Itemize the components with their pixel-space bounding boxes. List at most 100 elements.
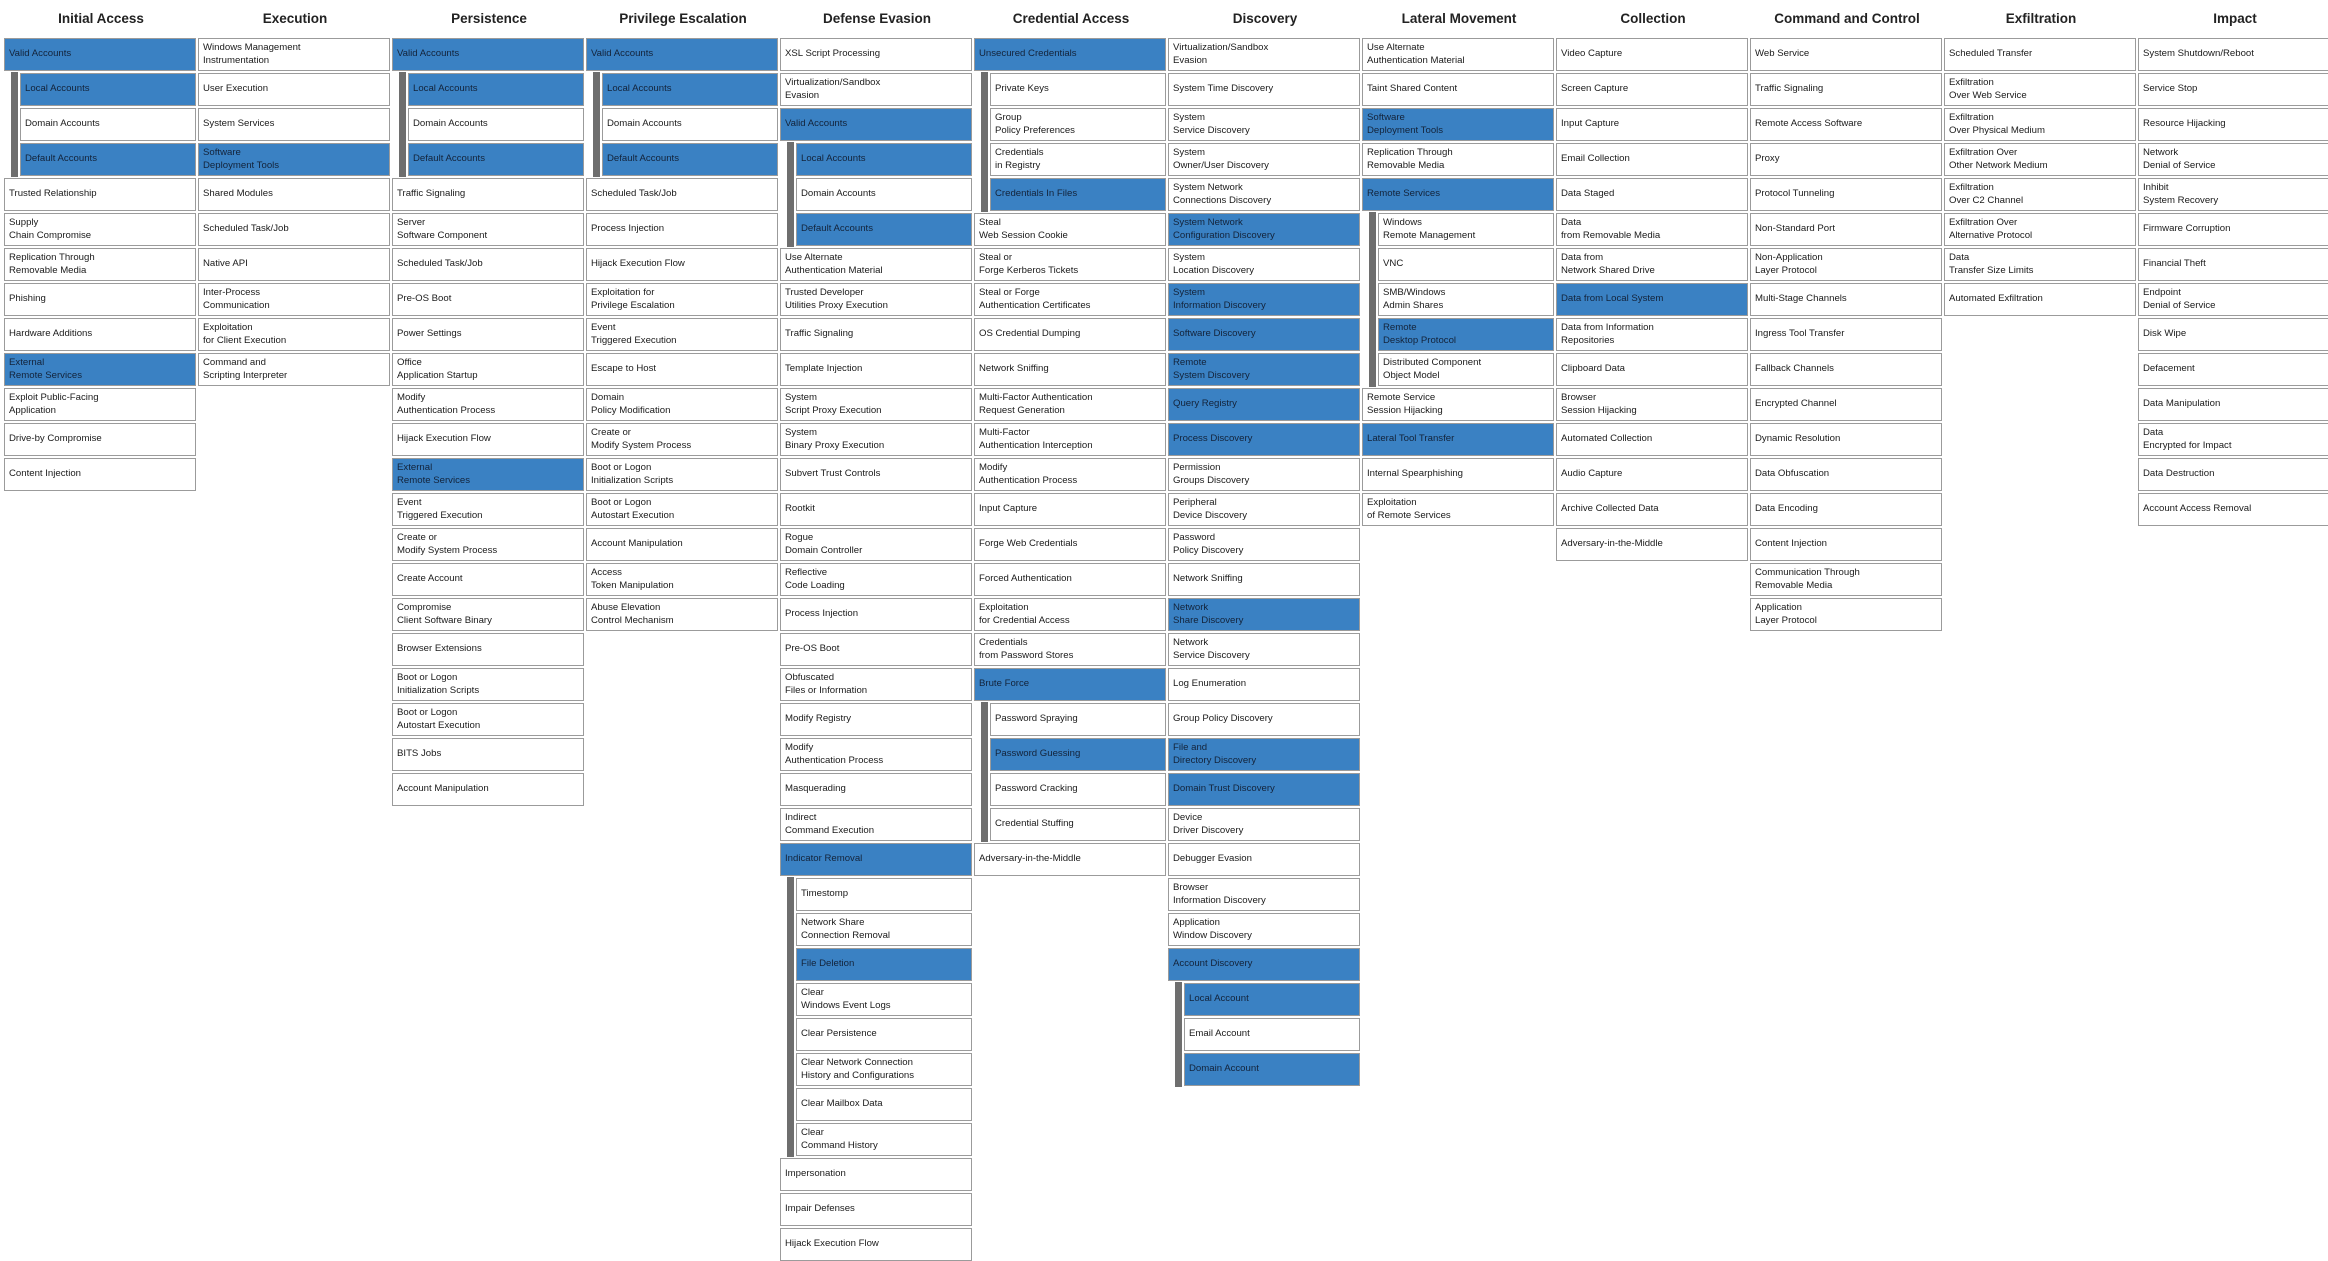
technique-cell-reflective-code-loading[interactable]: Reflective Code Loading [780, 563, 972, 596]
technique-cell-process-discovery[interactable]: Process Discovery [1168, 423, 1360, 456]
technique-cell-replication-through-removable-media[interactable]: Replication Through Removable Media [4, 248, 196, 281]
technique-cell-exfiltration-over-web-service[interactable]: Exfiltration Over Web Service [1944, 73, 2136, 106]
technique-cell-use-alternate-authentication-material[interactable]: Use Alternate Authentication Material [780, 248, 972, 281]
technique-cell-query-registry[interactable]: Query Registry [1168, 388, 1360, 421]
technique-cell-phishing[interactable]: Phishing [4, 283, 196, 316]
technique-cell-compromise-client-software-binary[interactable]: Compromise Client Software Binary [392, 598, 584, 631]
technique-cell-data-staged[interactable]: Data Staged [1556, 178, 1748, 211]
technique-cell-bits-jobs[interactable]: BITS Jobs [392, 738, 584, 771]
technique-cell-forge-web-credentials[interactable]: Forge Web Credentials [974, 528, 1166, 561]
subtechnique-cell-local-accounts[interactable]: Local Accounts [20, 73, 196, 106]
technique-cell-service-stop[interactable]: Service Stop [2138, 73, 2328, 106]
technique-cell-create-or-modify-system-process[interactable]: Create or Modify System Process [392, 528, 584, 561]
technique-cell-external-remote-services[interactable]: External Remote Services [392, 458, 584, 491]
technique-cell-firmware-corruption[interactable]: Firmware Corruption [2138, 213, 2328, 246]
technique-cell-content-injection[interactable]: Content Injection [1750, 528, 1942, 561]
technique-cell-account-manipulation[interactable]: Account Manipulation [392, 773, 584, 806]
technique-cell-adversary-in-the-middle[interactable]: Adversary-in-the-Middle [1556, 528, 1748, 561]
subtechnique-cell-domain-accounts[interactable]: Domain Accounts [796, 178, 972, 211]
technique-cell-debugger-evasion[interactable]: Debugger Evasion [1168, 843, 1360, 876]
technique-cell-boot-or-logon-initialization-scripts[interactable]: Boot or Logon Initialization Scripts [392, 668, 584, 701]
technique-cell-remote-system-discovery[interactable]: Remote System Discovery [1168, 353, 1360, 386]
technique-cell-modify-authentication-process[interactable]: Modify Authentication Process [392, 388, 584, 421]
technique-cell-account-manipulation[interactable]: Account Manipulation [586, 528, 778, 561]
technique-cell-modify-authentication-process[interactable]: Modify Authentication Process [780, 738, 972, 771]
technique-cell-os-credential-dumping[interactable]: OS Credential Dumping [974, 318, 1166, 351]
technique-cell-data-from-information-repositories[interactable]: Data from Information Repositories [1556, 318, 1748, 351]
subtechnique-sidebar[interactable] [981, 702, 988, 842]
technique-cell-archive-collected-data[interactable]: Archive Collected Data [1556, 493, 1748, 526]
technique-cell-system-location-discovery[interactable]: System Location Discovery [1168, 248, 1360, 281]
technique-cell-screen-capture[interactable]: Screen Capture [1556, 73, 1748, 106]
technique-cell-impersonation[interactable]: Impersonation [780, 1158, 972, 1191]
technique-cell-device-driver-discovery[interactable]: Device Driver Discovery [1168, 808, 1360, 841]
technique-cell-automated-exfiltration[interactable]: Automated Exfiltration [1944, 283, 2136, 316]
technique-cell-steal-or-forge-kerberos-tickets[interactable]: Steal or Forge Kerberos Tickets [974, 248, 1166, 281]
technique-cell-masquerading[interactable]: Masquerading [780, 773, 972, 806]
technique-cell-virtualization-sandbox-evasion[interactable]: Virtualization/Sandbox Evasion [780, 73, 972, 106]
technique-cell-pre-os-boot[interactable]: Pre-OS Boot [780, 633, 972, 666]
technique-cell-peripheral-device-discovery[interactable]: Peripheral Device Discovery [1168, 493, 1360, 526]
technique-cell-permission-groups-discovery[interactable]: Permission Groups Discovery [1168, 458, 1360, 491]
tactic-header[interactable]: Command and Control [1774, 11, 1920, 26]
technique-cell-forced-authentication[interactable]: Forced Authentication [974, 563, 1166, 596]
technique-cell-network-share-discovery[interactable]: Network Share Discovery [1168, 598, 1360, 631]
technique-cell-remote-service-session-hijacking[interactable]: Remote Service Session Hijacking [1362, 388, 1554, 421]
technique-cell-native-api[interactable]: Native API [198, 248, 390, 281]
technique-cell-automated-collection[interactable]: Automated Collection [1556, 423, 1748, 456]
technique-cell-dynamic-resolution[interactable]: Dynamic Resolution [1750, 423, 1942, 456]
subtechnique-cell-default-accounts[interactable]: Default Accounts [20, 143, 196, 176]
subtechnique-cell-clear-network-connection-history-and-configurations[interactable]: Clear Network Connection History and Con… [796, 1053, 972, 1086]
technique-cell-user-execution[interactable]: User Execution [198, 73, 390, 106]
technique-cell-supply-chain-compromise[interactable]: Supply Chain Compromise [4, 213, 196, 246]
technique-cell-log-enumeration[interactable]: Log Enumeration [1168, 668, 1360, 701]
subtechnique-cell-distributed-component-object-model[interactable]: Distributed Component Object Model [1378, 353, 1554, 386]
technique-cell-create-or-modify-system-process[interactable]: Create or Modify System Process [586, 423, 778, 456]
technique-cell-exfiltration-over-alternative-protocol[interactable]: Exfiltration Over Alternative Protocol [1944, 213, 2136, 246]
technique-cell-abuse-elevation-control-mechanism[interactable]: Abuse Elevation Control Mechanism [586, 598, 778, 631]
technique-cell-modify-registry[interactable]: Modify Registry [780, 703, 972, 736]
tactic-header[interactable]: Impact [2213, 11, 2257, 26]
technique-cell-escape-to-host[interactable]: Escape to Host [586, 353, 778, 386]
technique-cell-resource-hijacking[interactable]: Resource Hijacking [2138, 108, 2328, 141]
technique-cell-file-and-directory-discovery[interactable]: File and Directory Discovery [1168, 738, 1360, 771]
subtechnique-sidebar[interactable] [11, 72, 18, 177]
subtechnique-cell-remote-desktop-protocol[interactable]: Remote Desktop Protocol [1378, 318, 1554, 351]
subtechnique-cell-local-account[interactable]: Local Account [1184, 983, 1360, 1016]
technique-cell-scheduled-task-job[interactable]: Scheduled Task/Job [198, 213, 390, 246]
technique-cell-data-manipulation[interactable]: Data Manipulation [2138, 388, 2328, 421]
technique-cell-inhibit-system-recovery[interactable]: Inhibit System Recovery [2138, 178, 2328, 211]
technique-cell-network-sniffing[interactable]: Network Sniffing [1168, 563, 1360, 596]
technique-cell-process-injection[interactable]: Process Injection [780, 598, 972, 631]
technique-cell-email-collection[interactable]: Email Collection [1556, 143, 1748, 176]
technique-cell-template-injection[interactable]: Template Injection [780, 353, 972, 386]
subtechnique-cell-email-account[interactable]: Email Account [1184, 1018, 1360, 1051]
subtechnique-cell-clear-persistence[interactable]: Clear Persistence [796, 1018, 972, 1051]
technique-cell-domain-policy-modification[interactable]: Domain Policy Modification [586, 388, 778, 421]
tactic-header[interactable]: Execution [262, 11, 328, 26]
technique-cell-server-software-component[interactable]: Server Software Component [392, 213, 584, 246]
technique-cell-virtualization-sandbox-evasion[interactable]: Virtualization/Sandbox Evasion [1168, 38, 1360, 71]
tactic-header[interactable]: Collection [1620, 11, 1686, 26]
technique-cell-exfiltration-over-physical-medium[interactable]: Exfiltration Over Physical Medium [1944, 108, 2136, 141]
subtechnique-cell-default-accounts[interactable]: Default Accounts [796, 213, 972, 246]
subtechnique-cell-domain-accounts[interactable]: Domain Accounts [602, 108, 778, 141]
technique-cell-event-triggered-execution[interactable]: Event Triggered Execution [586, 318, 778, 351]
technique-cell-system-network-configuration-discovery[interactable]: System Network Configuration Discovery [1168, 213, 1360, 246]
subtechnique-cell-local-accounts[interactable]: Local Accounts [408, 73, 584, 106]
subtechnique-sidebar[interactable] [981, 72, 988, 212]
technique-cell-group-policy-discovery[interactable]: Group Policy Discovery [1168, 703, 1360, 736]
technique-cell-account-access-removal[interactable]: Account Access Removal [2138, 493, 2328, 526]
technique-cell-exfiltration-over-other-network-medium[interactable]: Exfiltration Over Other Network Medium [1944, 143, 2136, 176]
technique-cell-data-from-network-shared-drive[interactable]: Data from Network Shared Drive [1556, 248, 1748, 281]
technique-cell-system-network-connections-discovery[interactable]: System Network Connections Discovery [1168, 178, 1360, 211]
technique-cell-valid-accounts[interactable]: Valid Accounts [4, 38, 196, 71]
technique-cell-multi-stage-channels[interactable]: Multi-Stage Channels [1750, 283, 1942, 316]
technique-cell-lateral-tool-transfer[interactable]: Lateral Tool Transfer [1362, 423, 1554, 456]
technique-cell-multi-factor-authentication-interception[interactable]: Multi-Factor Authentication Interception [974, 423, 1166, 456]
technique-cell-ingress-tool-transfer[interactable]: Ingress Tool Transfer [1750, 318, 1942, 351]
technique-cell-network-sniffing[interactable]: Network Sniffing [974, 353, 1166, 386]
technique-cell-steal-or-forge-authentication-certificates[interactable]: Steal or Forge Authentication Certificat… [974, 283, 1166, 316]
technique-cell-valid-accounts[interactable]: Valid Accounts [780, 108, 972, 141]
technique-cell-scheduled-transfer[interactable]: Scheduled Transfer [1944, 38, 2136, 71]
